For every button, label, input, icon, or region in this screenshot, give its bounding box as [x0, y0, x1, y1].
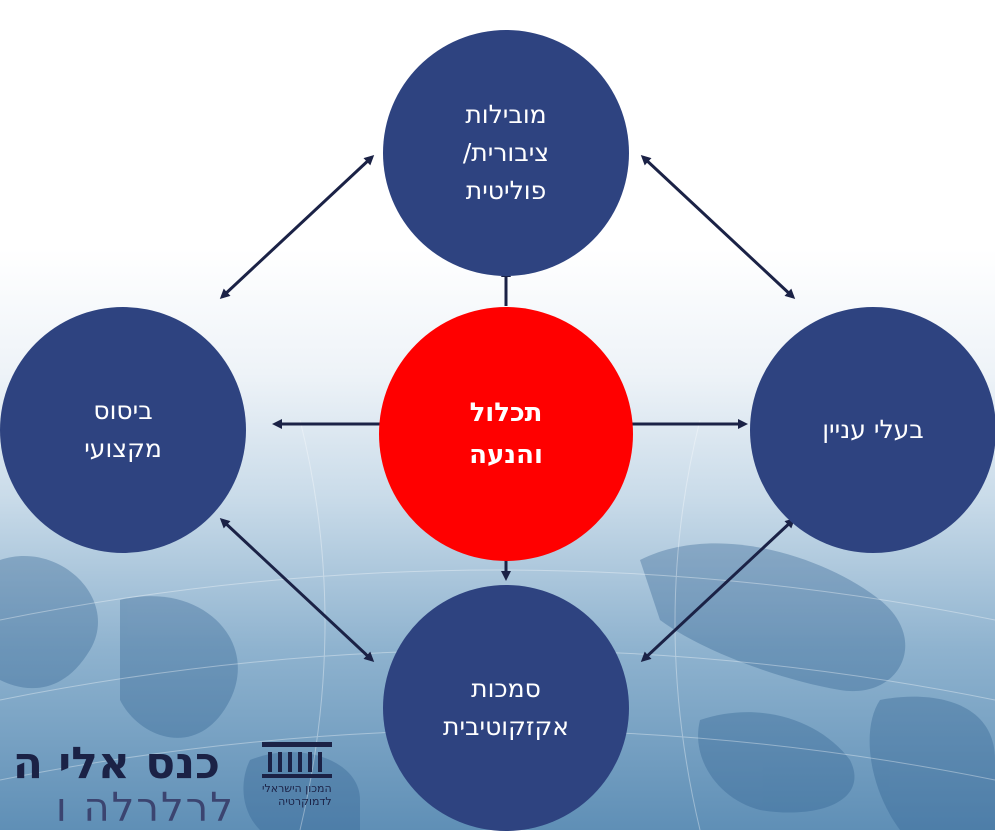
node-left-line-2: מקצועי — [84, 434, 162, 463]
node-bottom-line-2: אקזקוטיבית — [443, 712, 569, 741]
node-center-line-2: והנעה — [469, 440, 543, 470]
node-bottom-line-1: סמכות — [471, 674, 541, 703]
institute-line-2: לדמוקרטיה — [278, 795, 332, 808]
node-center-line-1: תכלול — [469, 398, 543, 428]
institute-name: המכון הישראלי לדמוקרטיה — [262, 782, 332, 808]
node-public-political-leadership: מובילות ציבורית/ פוליטית — [383, 30, 629, 276]
node-left-line-1: ביסוס — [93, 396, 153, 425]
node-integration-and-driving: תכלול והנעה — [379, 307, 633, 561]
logo-subtitle: לרלרלה ו — [55, 785, 235, 831]
arrow-top-right — [640, 154, 796, 300]
node-top-line-1: מובילות — [465, 100, 547, 129]
building-columns-icon — [262, 742, 332, 778]
node-professional-basis: ביסוס מקצועי — [0, 307, 246, 553]
arrow-right-bottom — [640, 517, 796, 663]
node-top-line-2: ציבורית/ — [462, 138, 550, 167]
logo-title: כנס אלי ה — [12, 738, 220, 789]
node-executive-authority: סמכות אקזקוטיבית — [383, 585, 629, 831]
node-top-line-3: פוליטית — [465, 176, 547, 205]
arrow-left-bottom — [219, 517, 375, 663]
institute-line-1: המכון הישראלי — [262, 782, 332, 795]
node-right-line-1: בעלי עניין — [822, 415, 924, 444]
conference-logo: כנס אלי ה לרלרלה ו המכון הישראלי לדמוקרט… — [0, 700, 360, 831]
node-stakeholders: בעלי עניין — [750, 307, 995, 553]
arrow-left-top — [219, 154, 375, 300]
